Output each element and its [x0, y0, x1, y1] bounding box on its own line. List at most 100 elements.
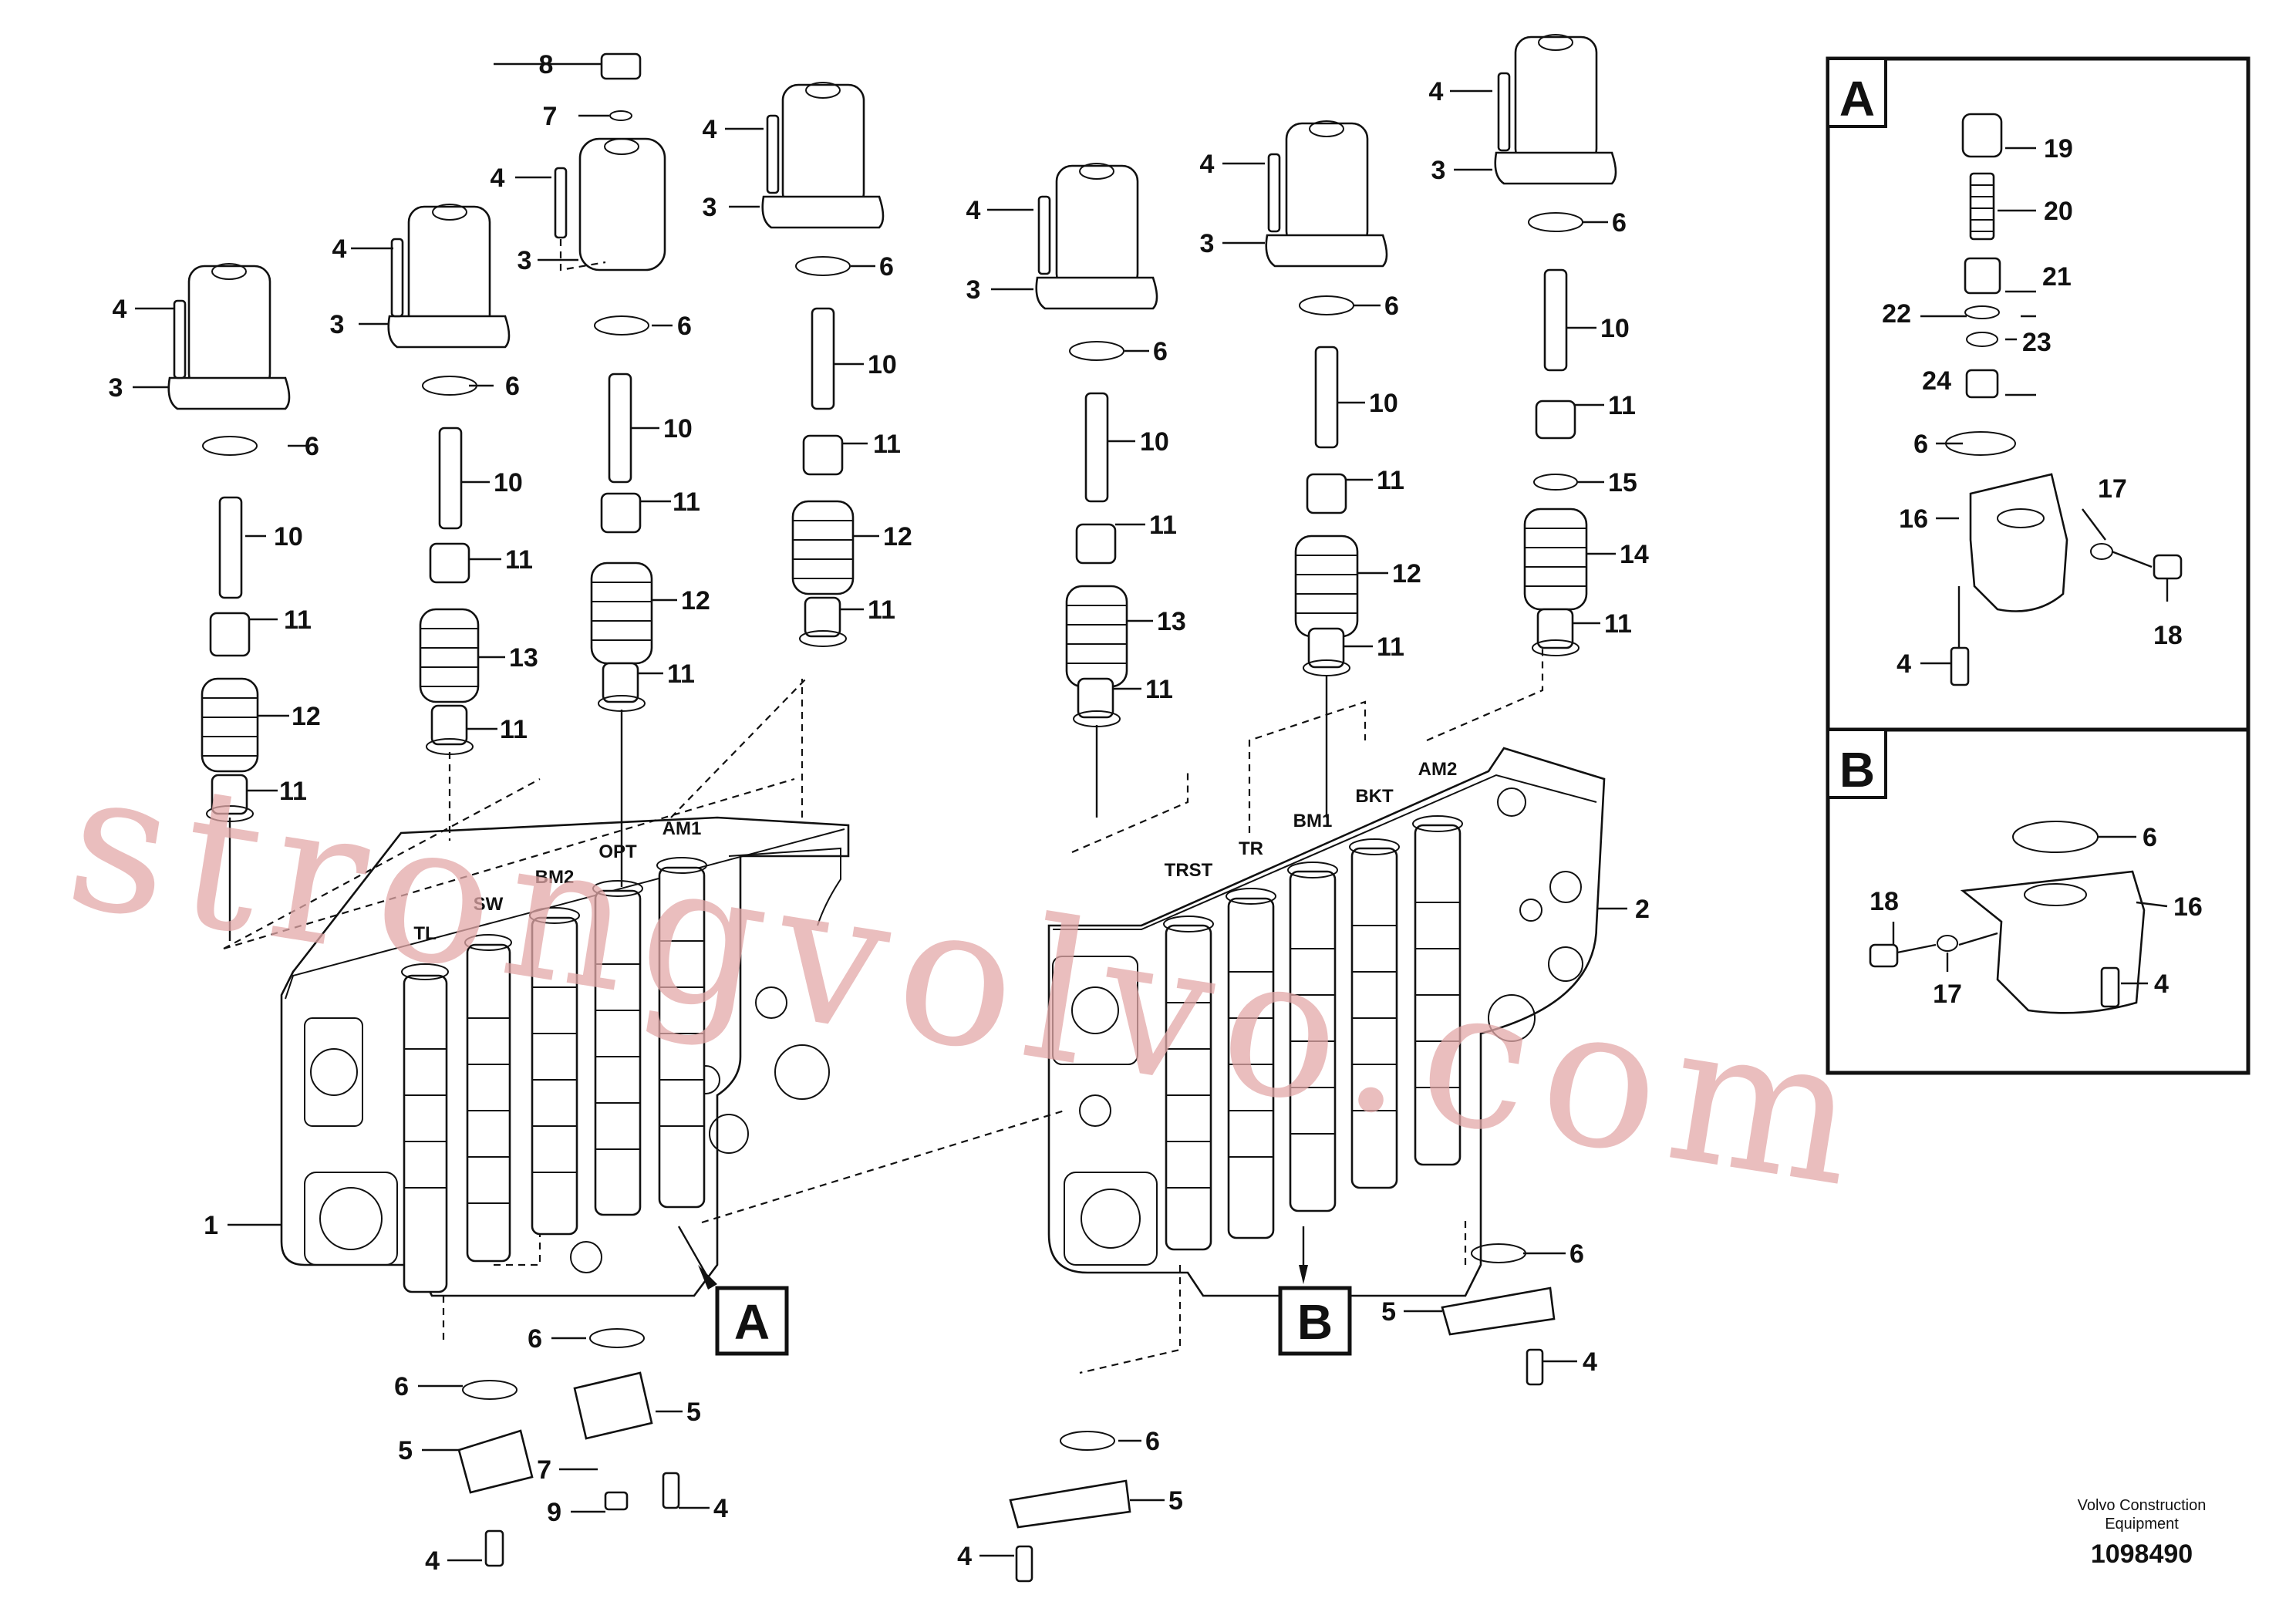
part-number: 4 — [713, 1494, 728, 1523]
part-number: 3 — [703, 193, 717, 222]
part-number: 4 — [491, 164, 505, 193]
stack-1 — [167, 263, 291, 941]
part-number: 19 — [2044, 134, 2073, 164]
part-number: 1 — [204, 1211, 218, 1240]
part-number: 6 — [1569, 1239, 1584, 1269]
part-number: 11 — [505, 545, 533, 575]
inset-panel-b — [1826, 727, 2250, 1075]
bottom-flanges — [457, 1243, 1556, 1583]
part-number: 10 — [868, 350, 897, 379]
part-number: 4 — [966, 196, 981, 225]
part-number: 12 — [883, 522, 912, 551]
part-number: 21 — [2042, 262, 2072, 292]
callout-box-a: A — [715, 1286, 789, 1356]
inset-panel-a — [1826, 56, 2250, 732]
part-number: 4 — [2154, 969, 2169, 999]
assembly-dashed-lines — [223, 648, 1544, 1374]
spool-tag-bkt: BKT — [1355, 786, 1394, 807]
part-number: 10 — [1369, 389, 1398, 418]
part-number: 11 — [673, 487, 700, 517]
part-number: 4 — [1896, 649, 1911, 679]
part-number: 6 — [677, 312, 692, 341]
part-number: 11 — [1604, 609, 1632, 639]
part-number: 11 — [500, 715, 528, 744]
spool-tag-bm1: BM1 — [1293, 811, 1333, 831]
leader-lines — [133, 62, 1627, 1562]
part-number: 11 — [1149, 511, 1177, 540]
part-number: 3 — [330, 310, 345, 339]
part-number: 10 — [1600, 314, 1630, 343]
part-number: 15 — [1608, 468, 1637, 497]
part-number: 11 — [667, 659, 695, 689]
stack-2 — [387, 204, 511, 841]
part-number: 14 — [1620, 540, 1649, 569]
stack-7 — [1494, 34, 1617, 656]
part-number: 6 — [1913, 430, 1928, 459]
part-number: 6 — [879, 252, 894, 282]
part-number: 16 — [1899, 504, 1928, 534]
company-name: Volvo Construction Equipment — [2077, 1497, 2207, 1533]
part-number: 11 — [873, 430, 901, 459]
part-number: 13 — [509, 643, 538, 673]
spool-tag-am2: AM2 — [1418, 759, 1458, 780]
part-number: 11 — [1377, 466, 1404, 495]
part-number: 17 — [1933, 980, 1962, 1009]
part-number: 6 — [1153, 337, 1168, 366]
part-number: 6 — [1384, 292, 1399, 321]
part-number: 6 — [2143, 823, 2157, 852]
callout-box-b: B — [1278, 1286, 1352, 1356]
part-number: 10 — [494, 468, 523, 497]
part-number: 10 — [1140, 427, 1169, 457]
spool-tag-opt: OPT — [598, 841, 637, 862]
part-number: 18 — [2153, 621, 2183, 650]
part-number: 10 — [663, 414, 693, 443]
part-number: 3 — [1200, 229, 1215, 258]
part-number: 11 — [279, 777, 307, 806]
spool-tag-trst: TRST — [1165, 860, 1213, 881]
spool-tags: TL SW BM2 OPT AM1 TRST TR BM1 BKT AM2 — [413, 759, 1457, 944]
part-number: 5 — [398, 1436, 413, 1465]
part-number: 4 — [703, 115, 717, 144]
part-number: 4 — [957, 1542, 972, 1571]
spool-set-right — [1163, 815, 1463, 1251]
part-number: 3 — [1431, 156, 1446, 185]
part-number: 11 — [1608, 391, 1636, 420]
part-number: 3 — [109, 373, 123, 403]
spool-tag-bm2: BM2 — [535, 867, 575, 888]
stack-4 — [761, 82, 885, 647]
part-number: 10 — [274, 522, 303, 551]
part-number: 20 — [2044, 197, 2073, 226]
spool-set-left — [401, 857, 707, 1293]
callout-label-a: A — [734, 1294, 770, 1350]
part-number: 16 — [2173, 892, 2203, 922]
part-number: 4 — [1429, 77, 1444, 106]
part-number: 22 — [1882, 299, 1911, 329]
part-number: 11 — [868, 595, 895, 625]
part-number: 4 — [332, 234, 347, 264]
inset-label-b: B — [1839, 742, 1875, 798]
spool-tag-tr: TR — [1239, 838, 1263, 859]
part-number: 6 — [528, 1324, 542, 1354]
stack-6 — [1265, 120, 1388, 818]
part-number: 5 — [1381, 1297, 1396, 1327]
part-number: 6 — [394, 1372, 409, 1401]
stack-3 — [554, 52, 666, 887]
part-number: 12 — [681, 586, 710, 615]
spool-tag-sw: SW — [474, 894, 504, 915]
part-number: 7 — [543, 102, 558, 131]
part-number: 4 — [425, 1546, 440, 1576]
part-number: 23 — [2022, 328, 2052, 357]
part-number: 6 — [1145, 1427, 1160, 1456]
stack-5 — [1035, 163, 1158, 818]
part-number: 5 — [686, 1398, 701, 1427]
part-number: 24 — [1922, 366, 1951, 396]
drawing-number: 1098490 — [2090, 1539, 2193, 1569]
part-number: 4 — [1583, 1347, 1597, 1377]
part-number: 6 — [1612, 208, 1627, 238]
part-number: 2 — [1635, 895, 1650, 924]
part-number: 8 — [539, 50, 554, 79]
part-number: 17 — [2098, 474, 2127, 504]
part-number: 12 — [1392, 559, 1421, 588]
